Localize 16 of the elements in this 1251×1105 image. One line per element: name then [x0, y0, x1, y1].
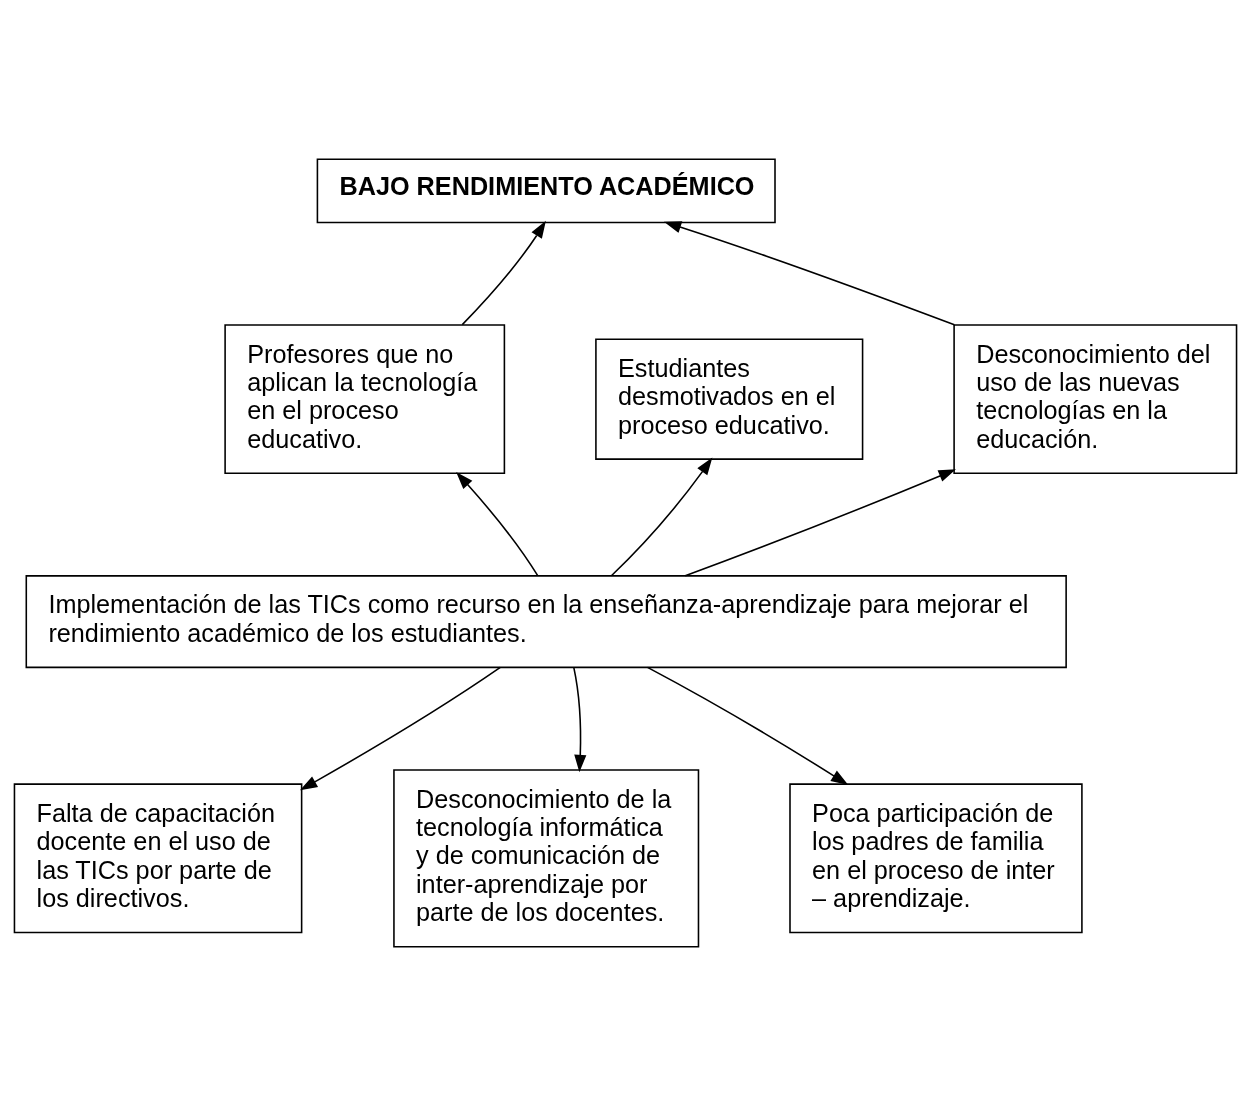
arrow [299, 666, 502, 790]
arrow [610, 457, 713, 577]
node-box: BAJO RENDIMIENTO ACADÉMICO [316, 158, 776, 223]
arrow [461, 220, 546, 325]
arrow [456, 471, 539, 576]
node-box: Profesores que no aplican la tecnología en el proceso educativo. [224, 323, 506, 474]
node-box: Estudiantes desmotivados en el proceso educativo. [595, 337, 864, 460]
arrow [663, 220, 956, 326]
node-box: Implementación de las TICs como recurso en la enseñanza-aprendizaje para mejorar el rendimiento académico de los estudiantes. [25, 574, 1067, 668]
node-box: Poca participación de los padres de familia en el proceso de inter – aprendizaje. [789, 782, 1083, 933]
node-box: Desconocimiento del uso de las nuevas tecnologías en la educación. [953, 323, 1238, 474]
node-box: Falta de capacitación docente en el uso de las TICs por parte de los directivos. [13, 782, 303, 933]
arrow [573, 666, 587, 772]
node-box: Desconocimiento de la tecnología informática y de comunicación de inter-aprendizaje por parte de los docentes. [393, 768, 700, 947]
arrow [684, 468, 956, 577]
arrow [646, 666, 849, 785]
